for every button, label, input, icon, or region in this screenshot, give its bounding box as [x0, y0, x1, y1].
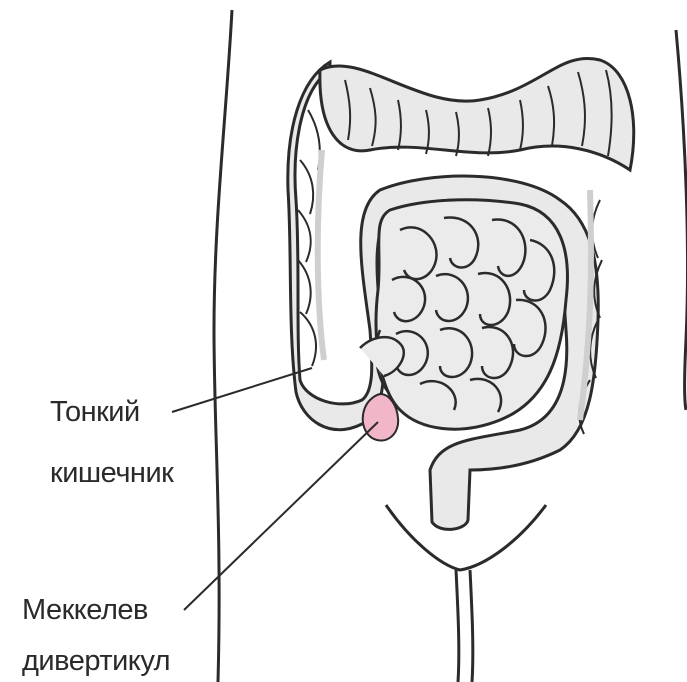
- meckel-diverticulum-shape: [363, 394, 398, 441]
- label-small-intestine-line2: кишечник: [50, 456, 173, 490]
- body-outline-left: [214, 10, 232, 682]
- leader-line-small-intestine: [172, 368, 312, 412]
- label-meckel-line2: дивертикул: [22, 644, 170, 678]
- leader-line-meckel: [184, 422, 378, 610]
- body-outline-right: [676, 30, 687, 410]
- rectum-line-left: [456, 570, 459, 682]
- label-small-intestine-line1: Тонкий: [50, 395, 140, 429]
- label-meckel-line1: Меккелев: [22, 593, 148, 627]
- rectum-line-right: [470, 570, 473, 682]
- transverse-colon: [320, 58, 634, 170]
- small-intestine: [376, 200, 567, 429]
